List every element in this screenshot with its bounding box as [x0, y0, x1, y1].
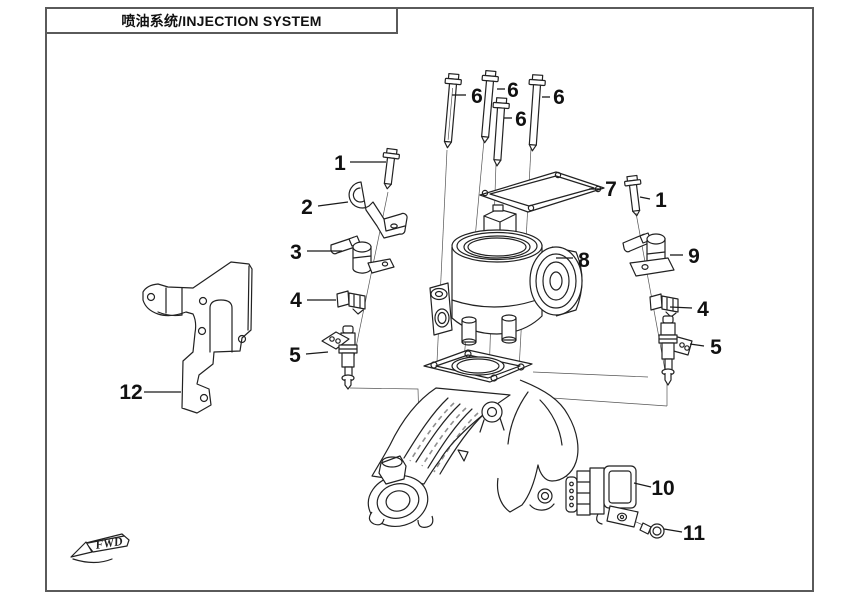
callout-1-right: 1: [655, 189, 667, 212]
page-title: 喷油系统/INJECTION SYSTEM: [121, 12, 322, 29]
part-4-clip-right: [649, 293, 679, 318]
callout-6-c: 6: [515, 108, 527, 131]
callout-9: 9: [688, 245, 700, 268]
callout-7: 7: [605, 178, 617, 201]
callout-1-left: 1: [334, 152, 346, 175]
part-10-map-sensor: [565, 465, 639, 528]
part-3-fitting-left: [330, 235, 395, 274]
callout-4-right: 4: [697, 298, 709, 321]
part-11-bolt: [639, 522, 665, 539]
title-box: 喷油系统/INJECTION SYSTEM: [45, 7, 398, 34]
part-8-throttle-body: [429, 204, 583, 346]
callout-12: 12: [119, 381, 142, 404]
part-6-bolts: [443, 70, 546, 167]
part-5-injector-left: [321, 325, 358, 390]
callouts: 6 6 6 6 1 2 3 4 5 12 7 1 9 4 5 8 10 11: [119, 79, 722, 545]
callout-2: 2: [301, 196, 313, 219]
callout-11: 11: [683, 522, 706, 545]
callout-6-d: 6: [553, 86, 565, 109]
fwd-label: FWD: [93, 534, 124, 552]
callout-6-a: 6: [471, 85, 483, 108]
part-4-clip-left: [336, 290, 366, 315]
callout-10: 10: [651, 477, 674, 500]
callout-5-left: 5: [289, 344, 301, 367]
intake-manifold: [367, 349, 579, 528]
part-9-fitting-right: [622, 232, 675, 277]
part-1-bolt-left: [382, 147, 400, 190]
part-7-gasket: [479, 171, 605, 213]
leader-lines: [144, 88, 705, 533]
part-12-bracket: [142, 261, 253, 414]
fwd-indicator: FWD: [70, 533, 130, 564]
callout-4-left: 4: [290, 289, 302, 312]
part-5-injector-right: [658, 315, 693, 386]
callout-6-b: 6: [507, 79, 519, 102]
part-2-bracket: [348, 181, 408, 239]
callout-8: 8: [578, 249, 590, 272]
part-1-bolt-right: [624, 174, 642, 217]
callout-3: 3: [290, 241, 302, 264]
callout-5-right: 5: [710, 336, 722, 359]
